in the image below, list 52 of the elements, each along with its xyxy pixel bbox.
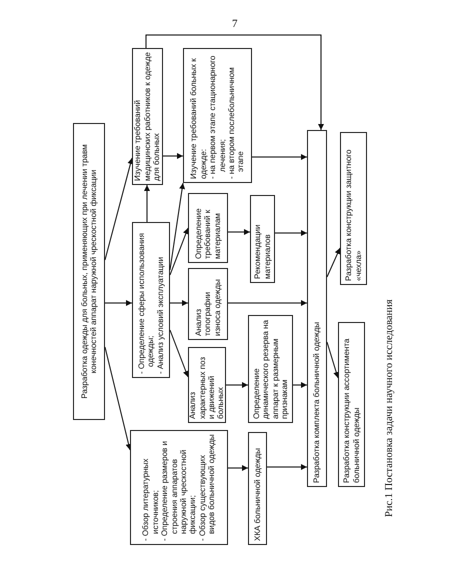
process-box xyxy=(73,123,105,420)
box-text: ХКА больничной одежды xyxy=(252,447,262,541)
page-number: 7 xyxy=(232,18,238,30)
figure-caption: Рис.1 Постановка задачи научного исследования xyxy=(384,299,395,517)
process-box xyxy=(188,268,228,340)
box-text: - Обзор литературных источников; xyxy=(141,458,160,541)
process-box xyxy=(188,193,228,263)
process-box xyxy=(338,322,365,487)
box-text: Разработка конструкции защитного «чехла» xyxy=(344,148,363,281)
box-text: - Определение сферы использования одежды; xyxy=(136,232,156,374)
arrow xyxy=(144,184,150,222)
arrow xyxy=(292,382,308,388)
arrow xyxy=(226,382,248,388)
process-box xyxy=(307,130,327,487)
arrow xyxy=(228,300,308,306)
process-box xyxy=(340,132,367,285)
box-text: Разработка одежды для больных, применяющих при лечении травм конечностей аппарат наружной чрескостной фиксации xyxy=(80,143,98,401)
process-box xyxy=(188,347,226,423)
box-text: Разработка комплекта больничной одежды xyxy=(312,320,322,483)
box-text: Определение динамического резерва на аппарат к размерным признакам xyxy=(252,319,290,419)
box-text: - на первом этапе стационарного лечения; xyxy=(208,54,227,179)
box-text: Рекомендации материалов xyxy=(253,224,272,279)
process-box xyxy=(183,48,252,183)
process-box xyxy=(248,432,267,545)
process-box xyxy=(250,195,275,283)
process-box xyxy=(130,430,228,545)
arrow xyxy=(170,228,189,276)
arrow xyxy=(326,342,340,378)
arrow xyxy=(146,34,324,130)
arrow xyxy=(228,465,248,471)
arrow xyxy=(170,300,188,306)
arrow xyxy=(266,464,308,470)
box-text: - Определение размеров и строения аппаратов наружной чрескостной фиксации; xyxy=(160,440,198,541)
arrow xyxy=(326,248,340,278)
arrow xyxy=(104,300,132,306)
box-text: Анализ характерных поз и движений больных xyxy=(188,356,226,419)
arrow xyxy=(274,230,308,236)
arrow xyxy=(162,153,184,159)
box-text: - Обзор существующих видов больничной одежды xyxy=(198,434,217,541)
arrow xyxy=(170,330,189,378)
box-text: - на втором послебольничном этапе xyxy=(226,66,246,179)
arrow xyxy=(252,154,308,160)
arrow xyxy=(104,158,134,260)
box-text: - Анализ условий эксплуатации xyxy=(156,256,166,374)
arrow xyxy=(104,346,132,450)
box-text: Определение требований к материалам xyxy=(194,207,222,259)
box-text: Разработка конструкции ассортимента больничной одежды xyxy=(342,338,361,483)
box-text: Изучение требований больных к одежде: xyxy=(189,57,208,179)
process-box xyxy=(132,222,170,378)
box-text: Анализ топографии износа одежды xyxy=(194,278,222,336)
arrow xyxy=(228,229,250,235)
box-text: Изучение требований медицинских работников к одежде для больных xyxy=(133,52,162,181)
